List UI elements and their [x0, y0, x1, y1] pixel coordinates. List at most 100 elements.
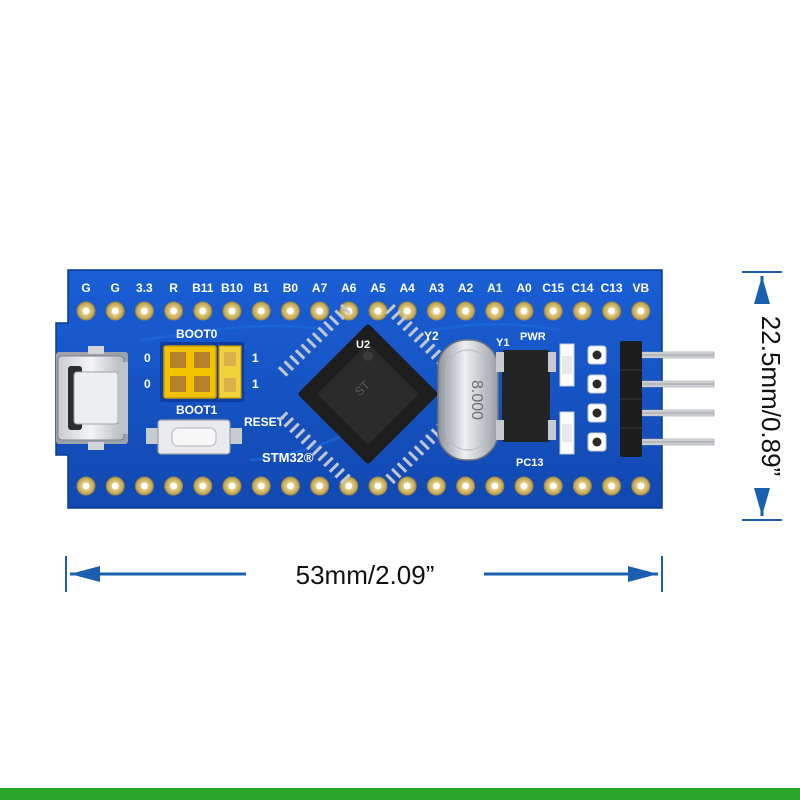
bottom-pad	[602, 476, 622, 496]
pc13-label: PC13	[516, 457, 544, 469]
top-pin-label: A3	[429, 281, 445, 295]
bottom-pad	[485, 476, 505, 496]
bottom-green-strip	[0, 788, 800, 800]
chip-lead	[419, 337, 430, 349]
top-pad	[134, 301, 154, 321]
chip-lead	[317, 450, 329, 462]
chip-lead	[402, 456, 413, 468]
top-pad	[514, 301, 534, 321]
pcb-trace	[139, 324, 331, 342]
top-pin-label: C15	[542, 281, 564, 295]
chip-lead	[277, 366, 289, 377]
width-dimension-label: 53mm/2.09”	[296, 560, 435, 590]
bottom-pad	[251, 476, 271, 496]
jumper-one-bottom-label: 1	[252, 377, 259, 391]
jumper-zero-bottom-label: 0	[144, 377, 151, 391]
bottom-pad	[164, 476, 184, 496]
chip-lead	[390, 309, 402, 321]
bottom-pad	[572, 476, 592, 496]
chip-lead	[289, 354, 300, 366]
boot0-label: BOOT0	[176, 327, 218, 341]
bottom-pad	[222, 476, 242, 496]
top-pad	[426, 301, 446, 321]
chip-lead	[334, 467, 346, 479]
chip-lead	[289, 422, 300, 434]
bottom-pin-label: B5	[429, 509, 445, 523]
top-pin-label: A6	[341, 281, 357, 295]
bottom-pin-label: B15	[163, 509, 185, 523]
bottom-pad	[397, 476, 417, 496]
crystal-marking: 8.000	[468, 380, 485, 420]
bottom-pin-label: B7	[487, 509, 503, 523]
chip-lead	[390, 467, 402, 479]
bottom-pad-row	[76, 476, 651, 496]
chip-lead	[323, 456, 334, 468]
bottom-pin-label: B6	[458, 509, 474, 523]
bottom-pad	[543, 476, 563, 496]
chip-lead	[306, 439, 317, 451]
bottom-pin-label: A8	[195, 509, 211, 523]
height-dimension	[742, 271, 782, 521]
bottom-pad	[426, 476, 446, 496]
chip-lead	[424, 343, 436, 355]
crystal-y1	[496, 350, 556, 442]
chip-lead	[311, 332, 323, 343]
chip-lead	[402, 320, 413, 332]
chip-lead	[300, 433, 312, 445]
jumper-zero-top-label: 0	[144, 351, 151, 365]
header-pin	[639, 438, 715, 446]
top-pin-label: R	[169, 281, 178, 295]
top-pin-label: A7	[312, 281, 328, 295]
header-pin	[639, 380, 715, 388]
top-pad	[602, 301, 622, 321]
chip-lead	[407, 450, 419, 462]
bottom-pin-label: B14	[133, 509, 155, 523]
u2-label: U2	[356, 339, 370, 351]
top-pad	[631, 301, 651, 321]
chip-lead	[283, 360, 295, 372]
width-dimension	[65, 556, 663, 592]
micro-usb-connector	[56, 346, 128, 450]
bottom-pin-label: B8	[516, 509, 532, 523]
stm32-label: STM32®	[262, 450, 314, 465]
chip-lead	[294, 428, 306, 439]
top-pin-label: B0	[283, 281, 299, 295]
chip-lead	[424, 433, 436, 445]
height-dimension-label: 22.5mm/0.89”	[756, 316, 786, 476]
chip-lead	[328, 462, 340, 473]
top-pin-label: A5	[370, 281, 386, 295]
top-pad	[105, 301, 125, 321]
pcb-trace	[429, 322, 561, 332]
chip-lead	[385, 303, 396, 315]
top-pin-label: C13	[601, 281, 623, 295]
top-pin-label: A2	[458, 281, 474, 295]
bottom-pad	[280, 476, 300, 496]
boot-jumper-block	[160, 342, 244, 402]
header-hole	[592, 379, 602, 389]
bottom-pad	[368, 476, 388, 496]
top-pad	[310, 301, 330, 321]
bottom-pin-label: A12	[309, 509, 331, 523]
chip-lead	[328, 315, 340, 326]
header-hole	[592, 408, 602, 418]
header-hole	[592, 350, 602, 360]
header-hole	[592, 437, 602, 447]
jumper-one-top-label: 1	[252, 351, 259, 365]
top-pin-label: VB	[632, 281, 649, 295]
top-pad	[193, 301, 213, 321]
crystal-y2	[437, 339, 499, 461]
top-pin-label: A0	[516, 281, 532, 295]
chip-lead	[340, 473, 351, 485]
bottom-pad	[631, 476, 651, 496]
top-pad-row	[76, 301, 651, 321]
chip-lead	[311, 445, 323, 456]
chip-lead	[413, 332, 425, 343]
top-pin-label: A1	[487, 281, 503, 295]
top-pin-label: 3.3	[136, 281, 153, 295]
chip-lead	[300, 343, 312, 355]
chip-lead	[340, 303, 351, 315]
y2-label: Y2	[424, 329, 439, 343]
pc13-led	[559, 411, 575, 455]
